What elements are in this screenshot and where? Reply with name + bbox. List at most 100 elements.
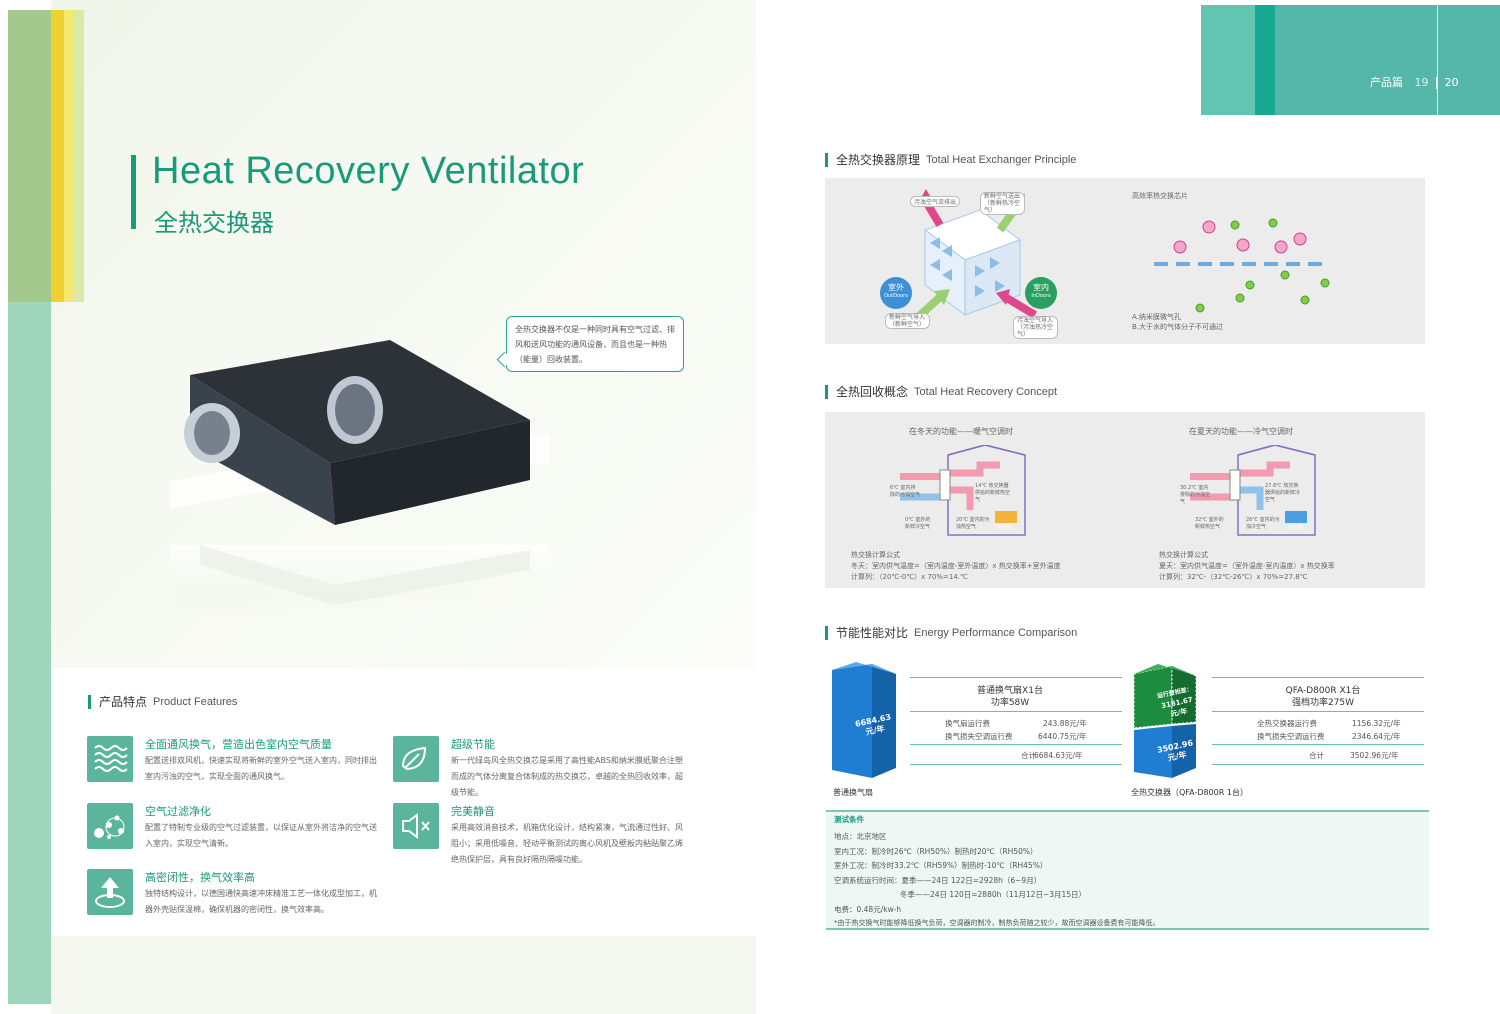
winter-badge: 暖气机: [998, 525, 1014, 531]
fan-title-2: 功率58W: [990, 698, 1030, 708]
summer-formula: 夏天：室内供气温度=（室外温度-室内温度）x 热交换率: [1159, 562, 1335, 570]
hrv-bottom-line: [1212, 764, 1424, 765]
filter-dots-icon: [87, 803, 133, 849]
summer-label-2: 32℃ 室外的新鲜热空气: [1195, 517, 1224, 530]
page-subtitle: 全热交换器: [154, 209, 274, 237]
note-b: B.大于水的气体分子不可通过: [1132, 323, 1224, 331]
winter-formula-title: 热交换计算公式: [851, 551, 900, 559]
condition-line: 室内工况：制冷时26℃（RH50%）制热时20℃（RH50%）: [834, 847, 1038, 856]
condition-line: 冬季——24日 120日=2880h（11月12日~3月15日）: [900, 890, 1087, 899]
note-a: A.纳米膜微气孔: [1132, 313, 1181, 321]
outdoor-circle: 室外 OutDoors: [880, 277, 912, 309]
comparison-heading-en: Energy Performance Comparison: [914, 626, 1078, 639]
condition-line: *由于热交换气时能够降低换气负荷，空调器的制冷，制热负荷随之较少，故而空调器设备…: [834, 919, 1160, 927]
features-background: [51, 668, 756, 936]
label-exhaust-in: 污浊空气导入（污浊热冷空气）: [1013, 316, 1058, 339]
hrv-row-value: 1156.32元/年: [1352, 719, 1401, 728]
feature-desc: 配置送排双风机，快速实现将新鲜的室外空气送入室内，同时排出室内污浊的空气，实现全…: [145, 756, 377, 781]
header-divider: [1437, 5, 1438, 115]
feature-filtration: 空气过滤净化 配置了特制专业级的空气过滤装置，以保证从室外将洁净的空气送入室内，…: [87, 803, 387, 863]
concept-heading-zh: 全热回收概念: [836, 385, 909, 399]
page-number-left: 19: [1414, 76, 1429, 89]
summer-title: 在夏天的功能——冷气空调时: [1189, 427, 1293, 436]
feature-title: 空气过滤净化: [145, 805, 211, 818]
condition-line: 地点：北京地区: [834, 832, 887, 841]
header-tab-main: [1275, 5, 1500, 115]
hrv-cost-cube: [1133, 664, 1197, 778]
principle-heading-zh: 全热交换器原理: [836, 153, 921, 167]
left-page: Heat Recovery Ventilator 全热交换器 全热交换器不仅是一…: [0, 0, 756, 1014]
winter-label-1: 14℃ 热交换器供给的新鲜热空气: [975, 483, 1011, 503]
hrv-title-1: QFA-D800R X1台: [1285, 686, 1361, 696]
feature-title: 超级节能: [451, 738, 495, 751]
feature-energy-saving: 超级节能 新一代绿岛风全热交换芯是采用了高性能ABS和纳米膜纸聚合注塑而成的气体…: [393, 736, 693, 797]
hrv-row-value: 2346.64元/年: [1352, 732, 1401, 741]
summer-badge: 冷气机: [1288, 525, 1304, 531]
side-stripe-yellow: [51, 10, 64, 302]
heading-bar: [88, 694, 91, 709]
fan-top-line: [910, 677, 1122, 678]
indoor-label-en: InDoors: [1031, 293, 1051, 299]
hrv-caption: 全热交换器（QFA-D800R 1台）: [1131, 788, 1248, 797]
concept-heading-en: Total Heat Recovery Concept: [914, 385, 1058, 398]
winter-house-diagram: [900, 445, 1026, 536]
feature-desc: 配置了特制专业级的空气过滤装置，以保证从室外将洁净的空气送入室内，实现空气清新。: [145, 823, 377, 848]
intro-callout: 全热交换器不仅是一种同时具有空气过滤、排风和送风功能的通风设备，而且也是一种热（…: [506, 316, 684, 372]
core-title: 高效率热交换芯片: [1132, 192, 1188, 200]
heading-bar: [825, 384, 828, 399]
features-heading-zh: 产品特点: [99, 695, 148, 709]
ventilator-illustration: [170, 340, 550, 615]
page-number-right: 20: [1444, 76, 1459, 89]
section-label: 产品篇: [1370, 76, 1403, 89]
winter-title: 在冬天的功能——暖气空调时: [909, 427, 1013, 436]
side-stripe-lime: [74, 10, 84, 302]
feature-desc: 采用高效消音技术，机箱优化设计，结构紧凑，气流通过性好、风阻小；采用低噪音、轻动…: [451, 823, 683, 864]
heading-bar: [825, 625, 828, 640]
feature-desc: 新一代绿岛风全热交换芯是采用了高性能ABS和纳米膜纸聚合注塑而成的气体分离复合体…: [451, 756, 683, 797]
winter-formula: 冬天：室内供气温度=（室内温度-室外温度）x 热交换率+室外温度: [851, 562, 1061, 570]
fan-caption: 普通换气扇: [833, 788, 873, 797]
side-stripe-light-yellow: [64, 10, 74, 302]
indoor-circle: 室内 InDoors: [1025, 277, 1057, 309]
hrv-title-2: 强档功率275W: [1291, 698, 1355, 708]
features-heading-en: Product Features: [153, 695, 238, 708]
summer-example: 计算列：32℃-（32℃-26℃）x 70%=27.8℃: [1159, 573, 1308, 581]
page-numbers: 产品篇 19 20: [1370, 74, 1459, 90]
title-accent-bar: [131, 155, 136, 229]
hrv-row-label: 换气损失空调运行费: [1257, 732, 1325, 741]
principle-heading-en: Total Heat Exchanger Principle: [926, 153, 1077, 166]
winter-label-0: 6℃ 室内排除的污浊空气: [890, 485, 921, 498]
bottom-band: [51, 936, 756, 1014]
summer-label-1: 27.8℃ 热交换器供给的新鲜冷空气: [1265, 483, 1301, 503]
wave-lines-icon: [87, 736, 133, 782]
fan-title-1: 普通换气扇X1台: [977, 686, 1043, 696]
feature-title: 全面通风换气，营造出色室内空气质量: [145, 738, 332, 751]
features-heading: 产品特点 Product Features: [88, 693, 237, 710]
fan-bottom-line: [910, 764, 1122, 765]
feature-airtight: 高密闭性，换气效率高 独特结构设计，以德国通快高速冲床精准工艺一体化成型加工，机…: [87, 869, 387, 929]
feature-title: 高密闭性，换气效率高: [145, 871, 255, 884]
feature-title: 完美静音: [451, 805, 495, 818]
fan-row-label: 换气损失空调运行费: [945, 732, 1013, 741]
fan-row-value: 6440.75元/年: [1038, 732, 1087, 741]
leaf-icon: [393, 736, 439, 782]
outdoor-label-zh: 室外: [888, 283, 904, 292]
page-title: Heat Recovery Ventilator: [152, 150, 585, 192]
comparison-heading-zh: 节能性能对比: [836, 626, 909, 640]
condition-line: 室外工况：制冷时33.2℃（RH59%）制热时-10℃（RH45%）: [834, 861, 1048, 870]
side-stripe-green: [8, 10, 51, 302]
outdoor-label-en: OutDoors: [884, 293, 908, 299]
label-fresh-in: 新鲜空气导入（新鲜空气）: [885, 313, 930, 329]
hrv-top-line: [1212, 677, 1424, 678]
condition-line: 空调系统运行时间：夏季——24日 122日=2928h（6~9月）: [834, 876, 1042, 885]
fan-row-value: 243.88元/年: [1043, 719, 1087, 728]
concept-heading: 全热回收概念 Total Heat Recovery Concept: [825, 383, 1057, 400]
header-tab-accent: [1255, 5, 1275, 115]
feature-ventilation: 全面通风换气，营造出色室内空气质量 配置送排双风机，快速实现将新鲜的室外空气送入…: [87, 736, 387, 796]
fan-total-value: 6684.63元/年: [1034, 751, 1083, 760]
label-fresh-out: 新鲜空气送出（新鲜热冷空气）: [980, 192, 1025, 215]
hrv-mid-line: [1212, 711, 1424, 712]
summer-label-3: 26℃ 室内的污浊冷空气: [1246, 517, 1280, 530]
fan-total-label: 合计: [1021, 751, 1036, 760]
winter-label-3: 20℃ 室内的污浊热空气: [956, 517, 990, 530]
